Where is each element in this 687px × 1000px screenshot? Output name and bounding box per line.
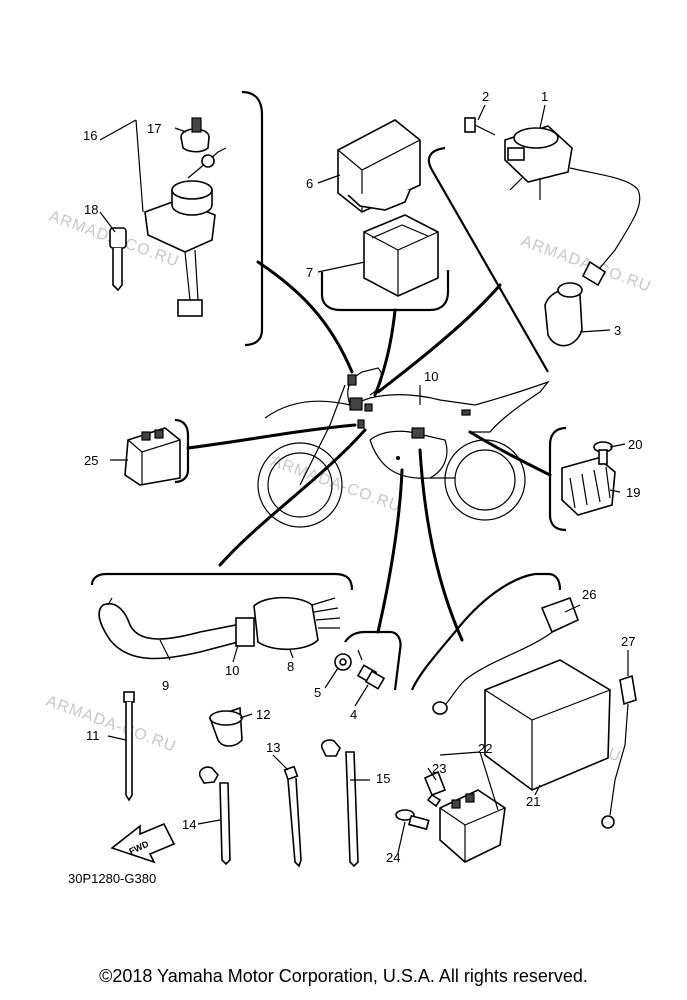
- frame-harness: [90, 572, 354, 591]
- callout-27: 27: [621, 634, 635, 649]
- part-cable-tie-11: [123, 691, 135, 802]
- part-lead-26: [432, 596, 580, 715]
- diagram-code: 30P1280-G380: [68, 871, 156, 886]
- callout-8: 8: [287, 659, 294, 674]
- part-washer: [334, 653, 352, 671]
- callout-16: 16: [83, 128, 97, 143]
- callout-20: 20: [628, 437, 642, 452]
- callout-23: 23: [432, 761, 446, 776]
- callout-18: 18: [84, 202, 98, 217]
- part-harness: [98, 596, 341, 660]
- callout-11: 11: [86, 728, 100, 743]
- part-plug-cap: [544, 260, 607, 347]
- link-ignition-coil: [376, 283, 502, 394]
- callout-2: 2: [482, 89, 489, 104]
- callout-24: 24: [386, 850, 400, 865]
- callout-25: 25: [84, 453, 98, 468]
- part-bolt-24: [395, 809, 430, 831]
- leader-lines: [99, 104, 629, 854]
- callout-6: 6: [306, 176, 313, 191]
- callout-15: 15: [376, 771, 390, 786]
- part-lead-27: [601, 674, 637, 829]
- part-key-cap: [180, 117, 210, 153]
- motorcycle-outline: [257, 367, 550, 528]
- part-ignition-coil: [504, 125, 641, 269]
- frame-battery: [410, 572, 562, 691]
- link-rectifier-25: [186, 423, 357, 450]
- callout-7: 7: [306, 265, 313, 280]
- frame-relay: [320, 270, 450, 312]
- copyright-notice: ©2018 Yamaha Motor Corporation, U.S.A. A…: [99, 966, 588, 986]
- watermark-2: ARMADA-CO.RU: [519, 233, 654, 296]
- link-harness: [218, 428, 367, 567]
- watermark-4: ARMADA-CO.RU: [44, 693, 179, 756]
- part-bolt-2: [464, 117, 496, 136]
- link-rectifier-19: [468, 430, 552, 477]
- part-relay: [337, 119, 421, 213]
- callout-17: 17: [147, 121, 161, 136]
- callout-10a: 10: [225, 663, 239, 678]
- part-relay-25: [124, 427, 181, 486]
- link-neutral-switch: [376, 468, 404, 634]
- frame-rectifier-25: [174, 418, 190, 484]
- part-neutral-switch: [356, 649, 386, 690]
- frame-ignition: [427, 146, 549, 373]
- callout-22: 22: [478, 741, 492, 756]
- callout-14: 14: [182, 817, 196, 832]
- callout-5: 5: [314, 685, 321, 700]
- parts-diagram: ARMADA-CO.RU ARMADA-CO.RU ARMADA-CO.RU A…: [44, 89, 654, 886]
- callout-1: 1: [541, 89, 548, 104]
- callout-21: 21: [526, 794, 540, 809]
- part-main-switch: [144, 147, 227, 317]
- link-main-switch: [256, 260, 354, 374]
- callout-9: 9: [162, 678, 169, 693]
- part-battery: [484, 659, 611, 791]
- fwd-arrow-icon: FWD: [110, 822, 176, 864]
- part-band-14: [198, 766, 231, 866]
- part-cover-23: [423, 770, 447, 808]
- frame-neutral: [344, 630, 402, 691]
- callout-19: 19: [626, 485, 640, 500]
- callout-26: 26: [582, 587, 596, 602]
- callout-3: 3: [614, 323, 621, 338]
- part-band-15: [320, 739, 359, 868]
- part-rectifier: [561, 457, 616, 516]
- callout-12: 12: [256, 707, 270, 722]
- part-cable-tie-13: [283, 765, 302, 868]
- part-key: [109, 227, 127, 292]
- part-relay-holder: [363, 214, 439, 297]
- part-clamp-12: [208, 706, 243, 747]
- part-starter-relay: [439, 789, 506, 863]
- part-bolt-20: [593, 441, 613, 465]
- frame-rectifier-19: [548, 426, 567, 532]
- frame-main-switch: [241, 90, 264, 347]
- callout-13: 13: [266, 740, 280, 755]
- callout-4: 4: [350, 707, 357, 722]
- callout-10b: 10: [424, 369, 438, 384]
